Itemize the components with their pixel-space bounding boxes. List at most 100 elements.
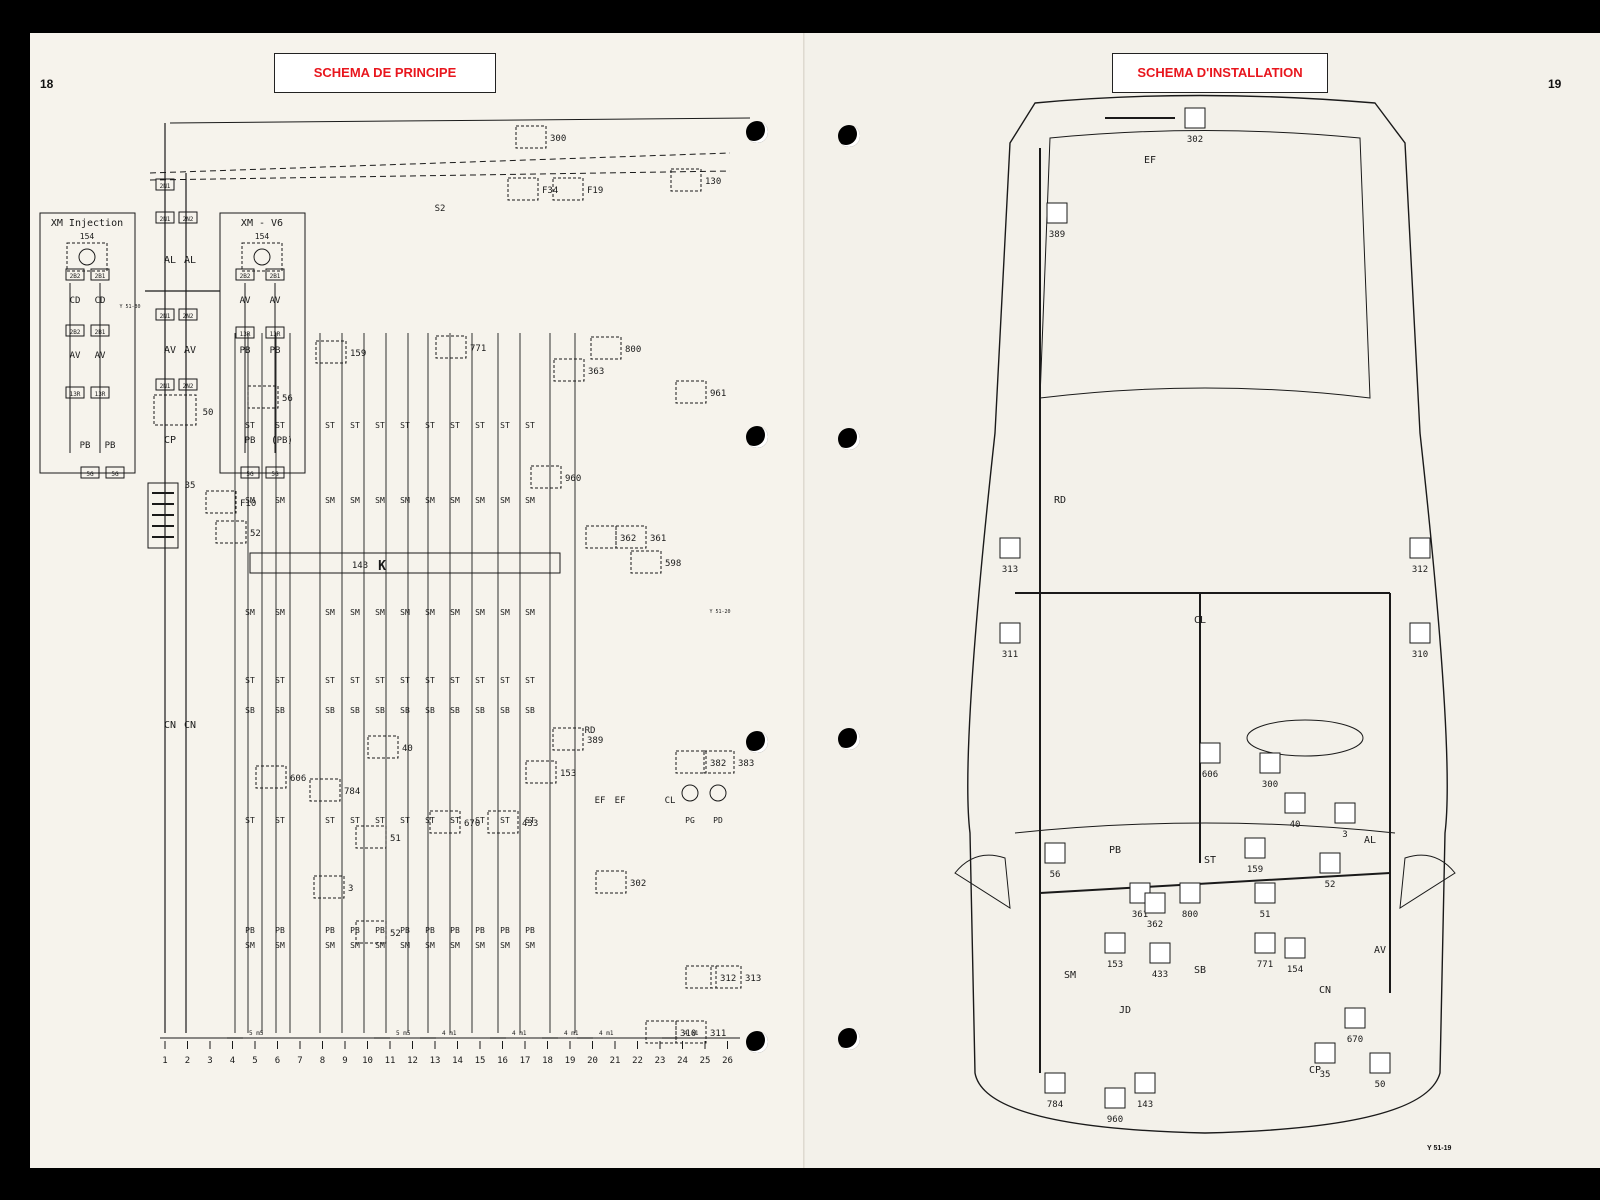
- component-40-frame: [367, 735, 399, 759]
- wire-code: SM: [525, 941, 535, 950]
- component-606-label: 606: [290, 774, 306, 784]
- wire-code: SM: [475, 941, 485, 950]
- axis-number-21: 21: [610, 1056, 621, 1066]
- connector: [155, 211, 175, 224]
- installed-35-frame: [1314, 1042, 1336, 1064]
- installed-800-frame: [1179, 882, 1201, 904]
- component-362-frame: [585, 525, 617, 549]
- component-52-frame: [215, 520, 247, 544]
- wire-code: PB: [275, 926, 285, 935]
- installed-312-label: 312: [1412, 565, 1428, 575]
- connector: [155, 378, 175, 391]
- binder-hole: [838, 428, 860, 450]
- installed-52-frame: [1319, 852, 1341, 874]
- wire-code: SM: [325, 496, 335, 505]
- component-961-label: 961: [710, 389, 726, 399]
- wire-code: ST: [375, 421, 385, 430]
- component-56-label: 56: [282, 394, 293, 404]
- connector-label: 13R: [95, 391, 106, 398]
- component-130-label: 130: [705, 177, 721, 187]
- axis-number-8: 8: [320, 1056, 325, 1066]
- installed-311-frame: [999, 622, 1021, 644]
- wire-code: SM: [450, 608, 460, 617]
- component-606-frame: [255, 765, 287, 789]
- rear-window-outline: [1039, 130, 1371, 399]
- wire-code-AV: AV: [164, 345, 176, 356]
- axis-number-15: 15: [475, 1056, 486, 1066]
- wire-code: ST: [350, 421, 360, 430]
- component-311-label: 311: [710, 1029, 726, 1039]
- wire-code: ST: [400, 676, 410, 685]
- axis-number-5: 5: [252, 1056, 257, 1066]
- installed-361-label: 361: [1132, 910, 1148, 920]
- installed-154-frame: [1284, 937, 1306, 959]
- wire-code: ST: [375, 816, 385, 825]
- axis-number-17: 17: [520, 1056, 531, 1066]
- axis-number-11: 11: [385, 1056, 396, 1066]
- component-389-label: 389: [587, 736, 603, 746]
- wire-code: AV: [70, 351, 81, 361]
- wire-code: SM: [350, 496, 360, 505]
- connector-label: 2N1: [160, 216, 171, 223]
- harness-code-CN: CN: [1319, 985, 1331, 996]
- wire-code: ST: [325, 676, 335, 685]
- component-143-label: 143: [352, 561, 368, 571]
- left-mirror: [954, 854, 1011, 909]
- wire-code: ST: [325, 816, 335, 825]
- component-56-frame: [247, 385, 279, 409]
- component-433-label: 433: [522, 819, 538, 829]
- installed-50-frame: [1369, 1052, 1391, 1074]
- component-960-frame: [530, 465, 562, 489]
- installed-362-frame: [1144, 892, 1166, 914]
- wire-code: SM: [245, 496, 255, 505]
- component-52-frame: [355, 920, 387, 944]
- wire-code: ST: [525, 421, 535, 430]
- car-body-outline: [967, 94, 1448, 1134]
- installed-51-label: 51: [1260, 910, 1271, 920]
- axis-number-18: 18: [542, 1056, 553, 1066]
- wire-code: ST: [475, 676, 485, 685]
- component-313-frame: [710, 965, 742, 989]
- wire-code-PG: PG: [685, 816, 695, 825]
- wire-code: SM: [325, 941, 335, 950]
- wire-code-AL: AL: [184, 255, 196, 266]
- wire-code: ST: [475, 421, 485, 430]
- wire-code-RD: RD: [585, 726, 596, 736]
- component-771-frame: [435, 335, 467, 359]
- installed-159-frame: [1244, 837, 1266, 859]
- connector: [178, 211, 198, 224]
- wire-code-CN: CN: [184, 720, 196, 731]
- wire-code: SM: [325, 608, 335, 617]
- wire-code: SM: [375, 496, 385, 505]
- installed-56-label: 56: [1050, 870, 1061, 880]
- alternator-icon: [253, 248, 271, 266]
- small-code: Y 51-30: [119, 304, 140, 310]
- connector-label: 13R: [240, 331, 251, 338]
- component-F19-frame: [552, 177, 584, 201]
- installed-143-frame: [1134, 1072, 1156, 1094]
- installed-310-label: 310: [1412, 650, 1428, 660]
- ground-label: 4 m1: [599, 1030, 614, 1037]
- component-771-label: 771: [470, 344, 486, 354]
- wire-code: ST: [425, 421, 435, 430]
- connector: [65, 324, 85, 337]
- right-mirror: [1399, 854, 1456, 909]
- connector-label: 2B2: [240, 273, 251, 280]
- installed-771-frame: [1254, 932, 1276, 954]
- installed-433-label: 433: [1152, 970, 1168, 980]
- installed-153-frame: [1104, 932, 1126, 954]
- ground-label: 4 m1: [512, 1030, 527, 1037]
- wire-code: PB: [525, 926, 535, 935]
- wire-code: PB: [80, 441, 91, 451]
- wire-code: (PB): [271, 436, 293, 446]
- component-300-label: 300: [550, 134, 566, 144]
- connector: [65, 386, 85, 399]
- connector-label: 13R: [70, 391, 81, 398]
- wire-code: PB: [245, 436, 256, 446]
- installed-56-frame: [1044, 842, 1066, 864]
- installed-313-frame: [999, 537, 1021, 559]
- component-311-frame: [675, 1020, 707, 1044]
- installed-300-label: 300: [1262, 780, 1278, 790]
- harness-code-PB: PB: [1109, 845, 1121, 856]
